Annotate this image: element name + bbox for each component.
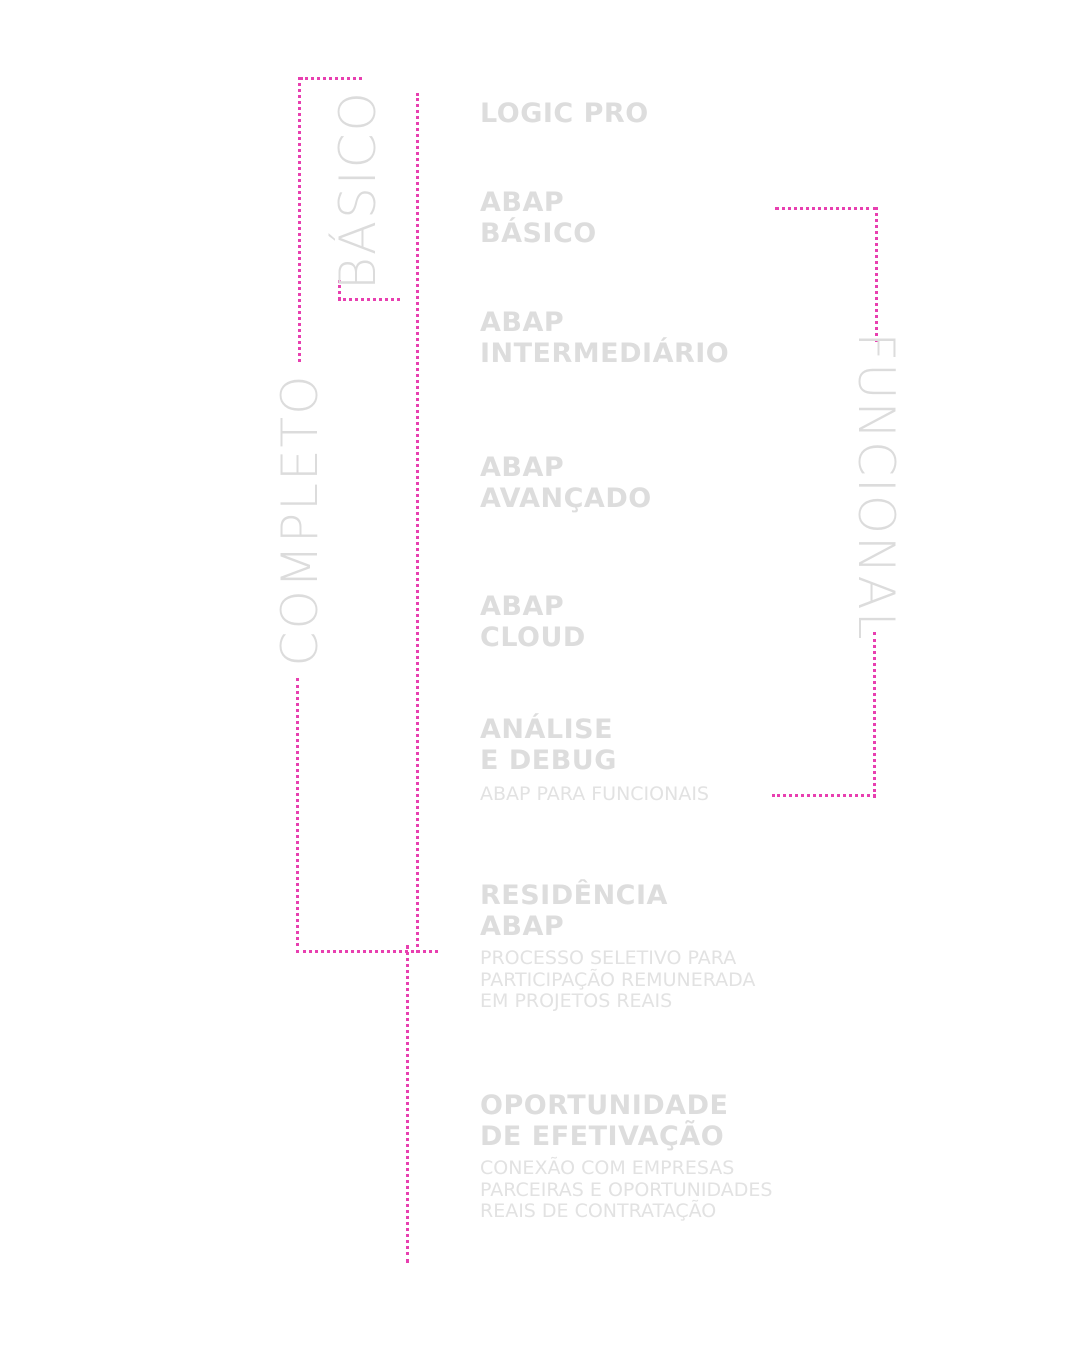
- module-title: ABAP INTERMEDIÁRIO: [480, 307, 730, 369]
- module-subtitle: CONEXÃO COM EMPRESAS PARCEIRAS E OPORTUN…: [480, 1157, 773, 1222]
- module-subtitle: ABAP PARA FUNCIONAIS: [480, 783, 709, 805]
- module-title: ANÁLISE E DEBUG: [480, 714, 617, 776]
- basico-bracket-line: [338, 280, 341, 300]
- module-subtitle: PROCESSO SELETIVO PARA PARTICIPAÇÃO REMU…: [480, 947, 756, 1012]
- module-residencia-abap: RESIDÊNCIA ABAP PROCESSO SELETIVO PARA P…: [480, 880, 755, 1013]
- funcional-bracket-line-lower: [873, 632, 876, 798]
- completo-label: COMPLETO: [271, 373, 329, 667]
- module-title: ABAP BÁSICO: [480, 187, 597, 249]
- module-title: ABAP AVANÇADO: [480, 452, 652, 514]
- module-abap-cloud: ABAP CLOUD: [480, 591, 586, 653]
- module-title: ABAP CLOUD: [480, 591, 586, 653]
- module-title: LOGIC PRO: [480, 98, 649, 129]
- timeline-line-upper: [416, 93, 419, 953]
- funcional-label: FUNCIONAL: [847, 332, 905, 642]
- completo-bracket-line-lower: [296, 678, 299, 953]
- module-abap-basico: ABAP BÁSICO: [480, 187, 597, 249]
- basico-bracket-bottom: [338, 298, 400, 301]
- completo-bracket-line-upper: [298, 77, 301, 362]
- funcional-bracket-bottom: [772, 794, 876, 797]
- timeline-line-lower: [406, 945, 409, 1263]
- funcional-bracket-line-upper: [875, 207, 878, 342]
- module-abap-intermediario: ABAP INTERMEDIÁRIO: [480, 307, 729, 369]
- completo-bracket-bottom: [296, 950, 438, 953]
- module-logic-pro: LOGIC PRO: [480, 98, 649, 129]
- completo-bracket-top: [300, 77, 362, 80]
- module-analise-debug: ANÁLISE E DEBUG ABAP PARA FUNCIONAIS: [480, 714, 709, 806]
- module-title: RESIDÊNCIA ABAP: [480, 880, 668, 942]
- funcional-bracket-top: [775, 207, 877, 210]
- module-title: OPORTUNIDADE DE EFETIVAÇÃO: [480, 1090, 729, 1152]
- module-abap-avancado: ABAP AVANÇADO: [480, 452, 652, 514]
- basico-label: BÁSICO: [329, 90, 387, 290]
- module-oportunidade-efetivacao: OPORTUNIDADE DE EFETIVAÇÃO CONEXÃO COM E…: [480, 1090, 772, 1223]
